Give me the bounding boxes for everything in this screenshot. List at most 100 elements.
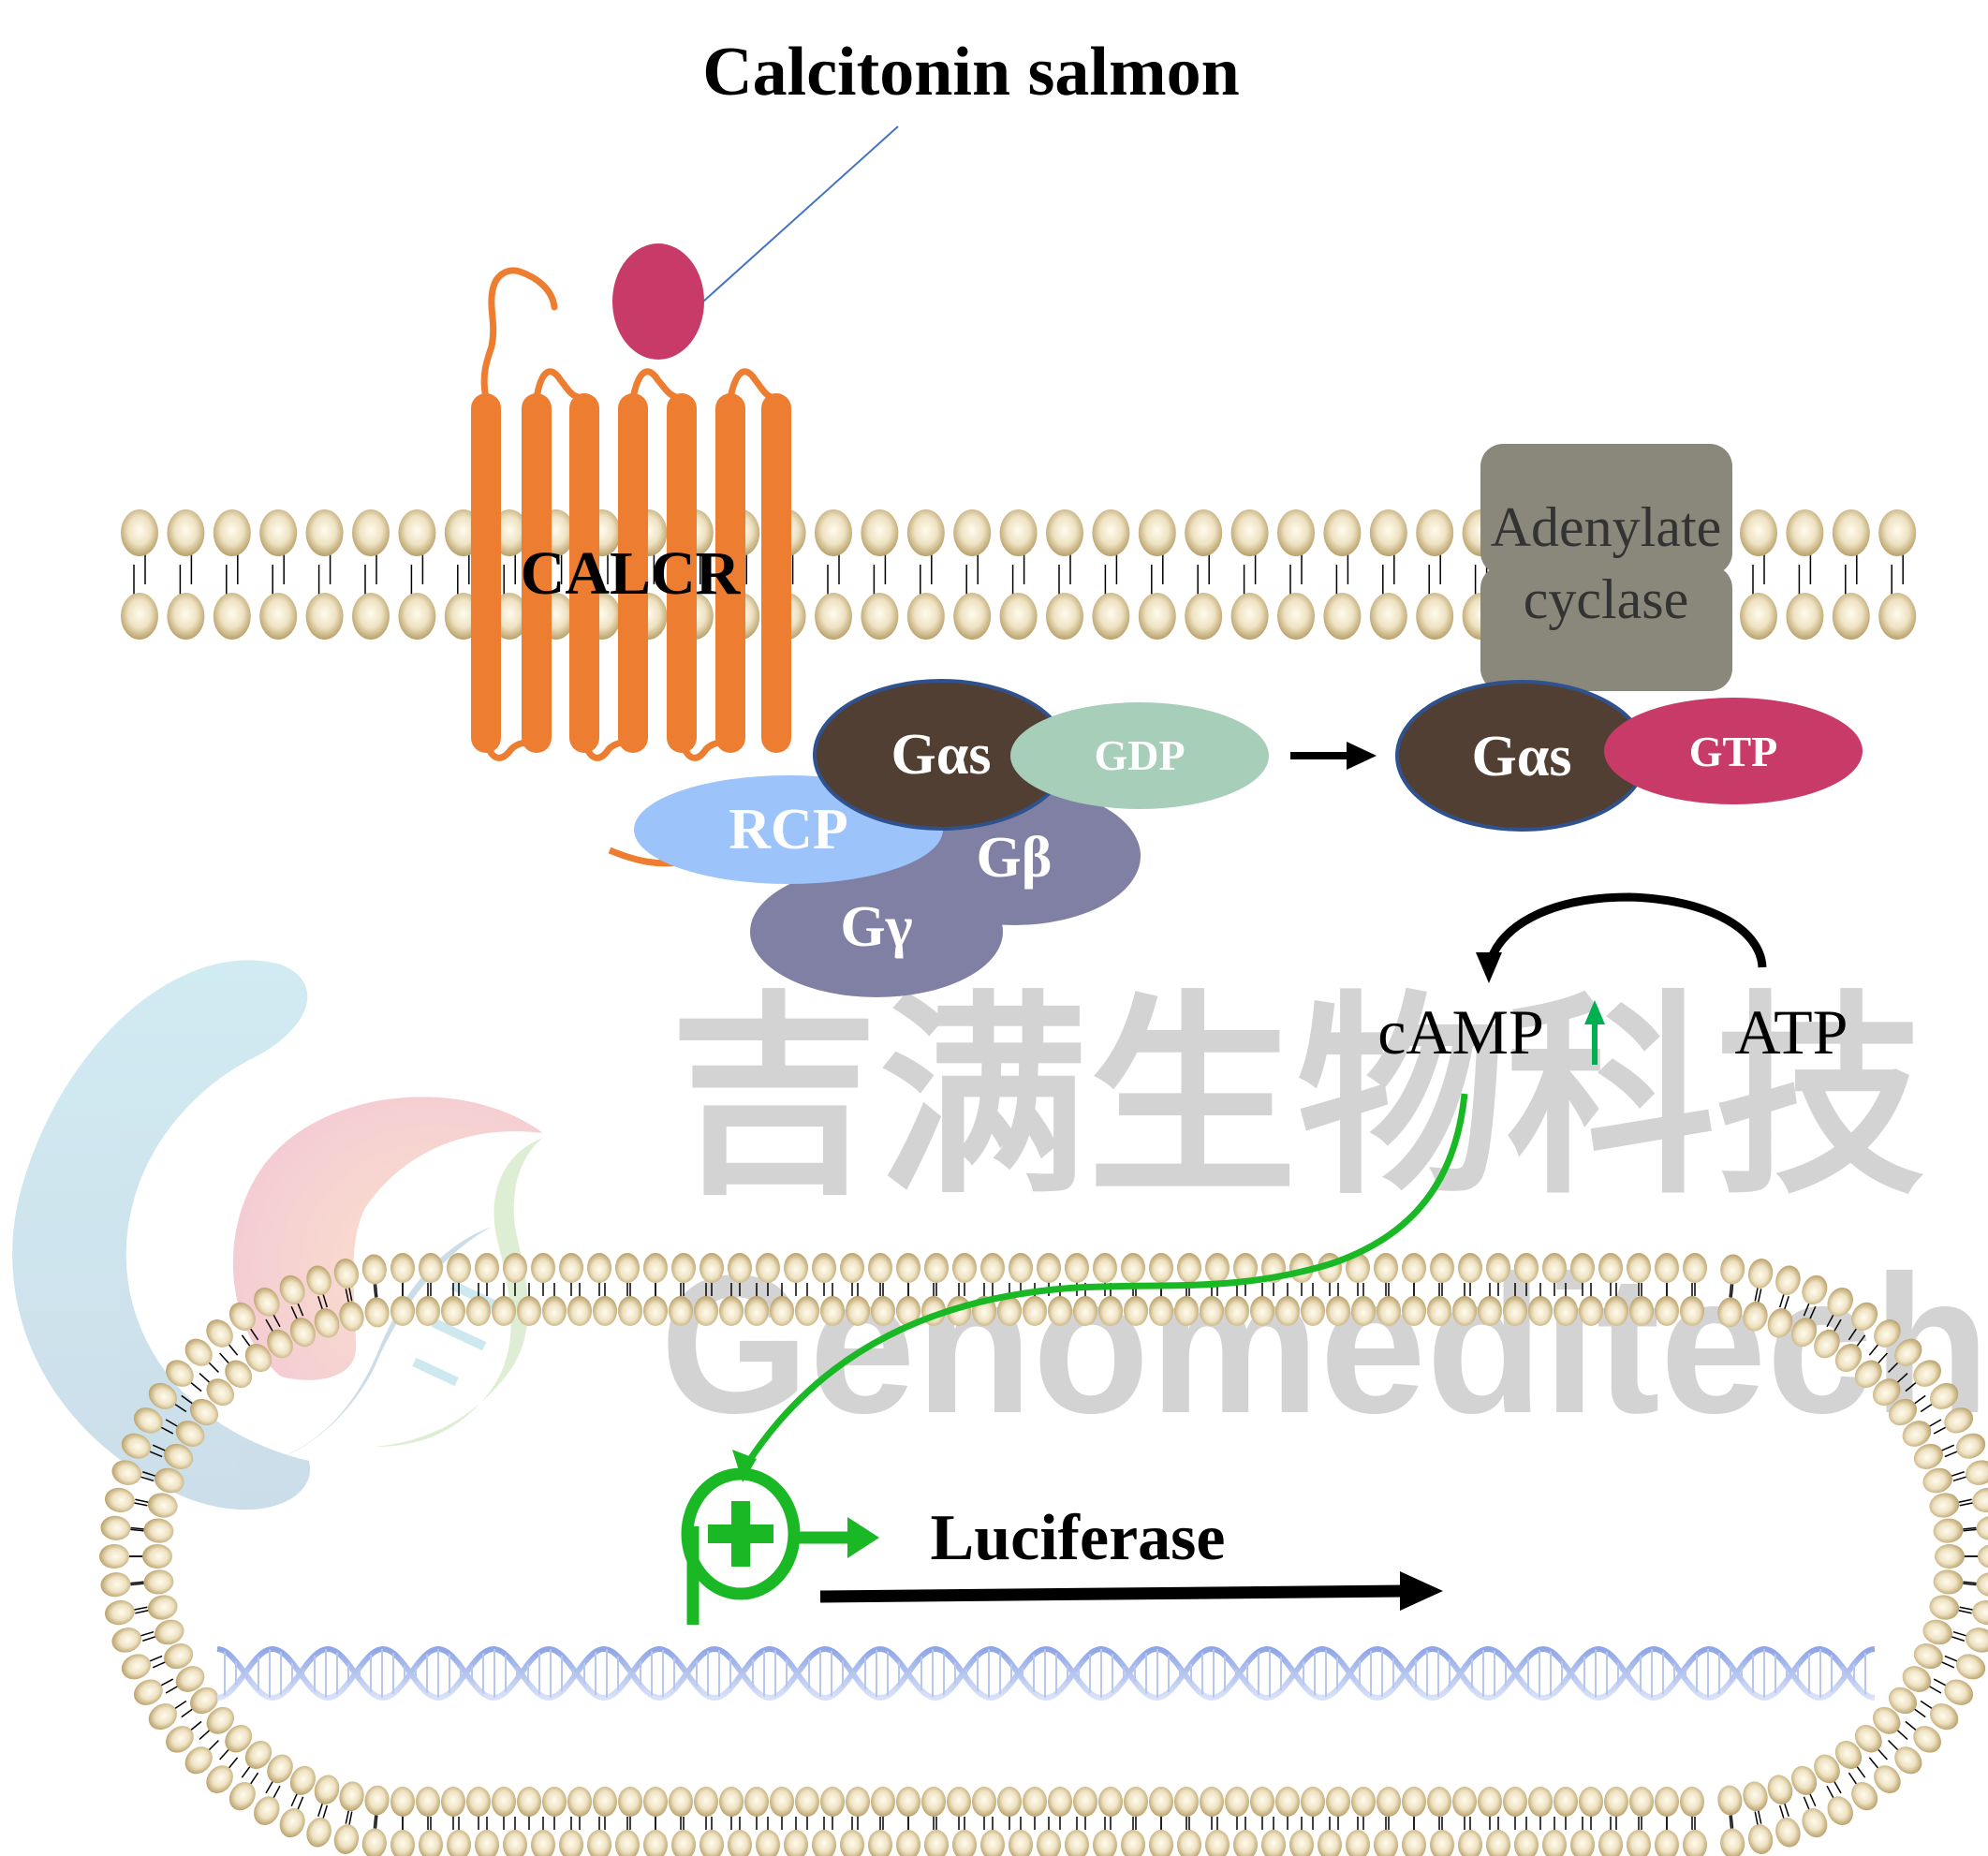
lipid-head bbox=[148, 1703, 178, 1731]
lipid-head bbox=[1944, 1407, 1974, 1434]
transmembrane-helix bbox=[761, 393, 791, 753]
lipid-head bbox=[419, 1830, 443, 1856]
lipid-tail bbox=[1927, 1419, 1942, 1428]
lipid-head bbox=[1874, 1765, 1901, 1793]
lipid-head bbox=[1604, 1787, 1628, 1817]
lipid-head bbox=[279, 1274, 305, 1305]
g-protein-inactive-complex[interactable]: Gαs GDP RCP Gβ Gγ bbox=[634, 679, 1269, 997]
lipid-tail bbox=[1826, 1313, 1835, 1328]
lipid-head bbox=[947, 1787, 971, 1817]
lipid-head bbox=[669, 1296, 693, 1326]
lipid-head bbox=[1233, 1830, 1258, 1856]
lipid-head bbox=[364, 1297, 390, 1328]
lipid-head bbox=[812, 1253, 836, 1283]
lipid-tail bbox=[148, 1655, 163, 1663]
lipid-head bbox=[999, 593, 1038, 640]
lipid-head bbox=[1854, 1724, 1882, 1753]
lipid-head bbox=[213, 593, 251, 640]
lipid-tail bbox=[1868, 1343, 1880, 1356]
lipid-head bbox=[1233, 1253, 1258, 1283]
gtp bbox=[1604, 698, 1863, 804]
lipid-head bbox=[1791, 1765, 1818, 1795]
lipid-tail bbox=[189, 1380, 202, 1392]
lipid-head bbox=[1174, 1787, 1199, 1817]
lipid-tail bbox=[1888, 1361, 1900, 1373]
lipid-head bbox=[390, 1830, 415, 1856]
lipid-head bbox=[1023, 1296, 1047, 1326]
lipid-head bbox=[1402, 1830, 1426, 1856]
lipid-tail bbox=[375, 1282, 378, 1298]
lipid-head bbox=[1065, 1253, 1089, 1283]
lipid-tail bbox=[130, 1526, 146, 1530]
lipid-head bbox=[871, 1296, 895, 1326]
lipid-head bbox=[1225, 1787, 1249, 1817]
lipid-head bbox=[1374, 1253, 1398, 1283]
lipid-head bbox=[1554, 1787, 1578, 1817]
receptor-n-terminus bbox=[480, 267, 558, 402]
g-protein-active[interactable]: Gαs GTP bbox=[1395, 680, 1863, 832]
lipid-head bbox=[1346, 1830, 1370, 1856]
lipid-head bbox=[1832, 593, 1870, 640]
lipid-head bbox=[1554, 1296, 1578, 1326]
lipid-head bbox=[615, 1253, 640, 1283]
lipid-tail bbox=[1855, 1334, 1866, 1348]
lipid-head bbox=[1786, 593, 1824, 640]
lipid-head bbox=[1065, 1830, 1089, 1856]
lipid-head bbox=[121, 509, 158, 556]
lipid-head bbox=[1851, 1302, 1878, 1332]
lipid-tail bbox=[152, 1660, 168, 1669]
lipid-tail bbox=[296, 1302, 304, 1317]
adenylate-cyclase-lower bbox=[1480, 566, 1732, 691]
lipid-head bbox=[244, 1740, 272, 1769]
lipid-head bbox=[1683, 1253, 1707, 1283]
lipid-tail bbox=[1950, 1471, 1965, 1478]
lipid-head bbox=[846, 1296, 870, 1326]
lipid-tail bbox=[1912, 1394, 1926, 1406]
lipid-head bbox=[306, 1265, 331, 1296]
lipid-head bbox=[259, 593, 298, 640]
lipid-tail bbox=[1959, 1501, 1975, 1507]
adenylate-cyclase[interactable]: Adenylate cyclase bbox=[1480, 444, 1732, 691]
lipid-head bbox=[1289, 1830, 1314, 1856]
lipid-tail bbox=[296, 1796, 304, 1811]
lipid-tail bbox=[1730, 1284, 1734, 1300]
lipid-head bbox=[784, 1253, 808, 1283]
lipid-head bbox=[1775, 1817, 1801, 1848]
lipid-head bbox=[1944, 1679, 1974, 1705]
lipid-tail bbox=[128, 1528, 144, 1532]
lipid-head bbox=[305, 509, 344, 556]
lipid-head bbox=[1965, 1628, 1988, 1653]
lipid-tail bbox=[347, 1811, 353, 1827]
lipid-head bbox=[1046, 593, 1083, 640]
lipid-head bbox=[364, 1785, 390, 1816]
lipid-head bbox=[228, 1781, 256, 1811]
lipid-head bbox=[1121, 1830, 1145, 1856]
lipid-tail bbox=[1961, 1583, 1977, 1586]
lipid-head bbox=[190, 1398, 219, 1426]
lipid-head bbox=[1902, 1666, 1932, 1692]
lipid-head bbox=[671, 1253, 696, 1283]
lipid-tail bbox=[132, 1606, 148, 1612]
lipid-head bbox=[352, 509, 390, 556]
lipid-head bbox=[1351, 1787, 1376, 1817]
lipid-head bbox=[1277, 509, 1315, 556]
calcitonin-ligand[interactable] bbox=[612, 243, 704, 360]
lipid-tail bbox=[1895, 1729, 1908, 1740]
lipid-head bbox=[953, 593, 992, 640]
lipid-tail bbox=[1933, 1425, 1948, 1435]
lipid-head bbox=[861, 593, 899, 640]
lipid-tail bbox=[321, 1292, 329, 1308]
lipid-head bbox=[1717, 1785, 1743, 1816]
lipid-head bbox=[587, 1830, 611, 1856]
lipid-head bbox=[1922, 1619, 1952, 1645]
lipid-head bbox=[1814, 1329, 1840, 1359]
lipid-head bbox=[100, 1515, 131, 1540]
lipid-tail bbox=[241, 1334, 252, 1348]
lipid-head bbox=[1346, 1253, 1370, 1283]
lipid-head bbox=[225, 1724, 253, 1753]
receptor-loop-ecl3 bbox=[727, 368, 777, 402]
lipid-head bbox=[1598, 1830, 1623, 1856]
lipid-head bbox=[1323, 593, 1362, 640]
lipid-head bbox=[1478, 1787, 1502, 1817]
lipid-head bbox=[1802, 1807, 1828, 1838]
